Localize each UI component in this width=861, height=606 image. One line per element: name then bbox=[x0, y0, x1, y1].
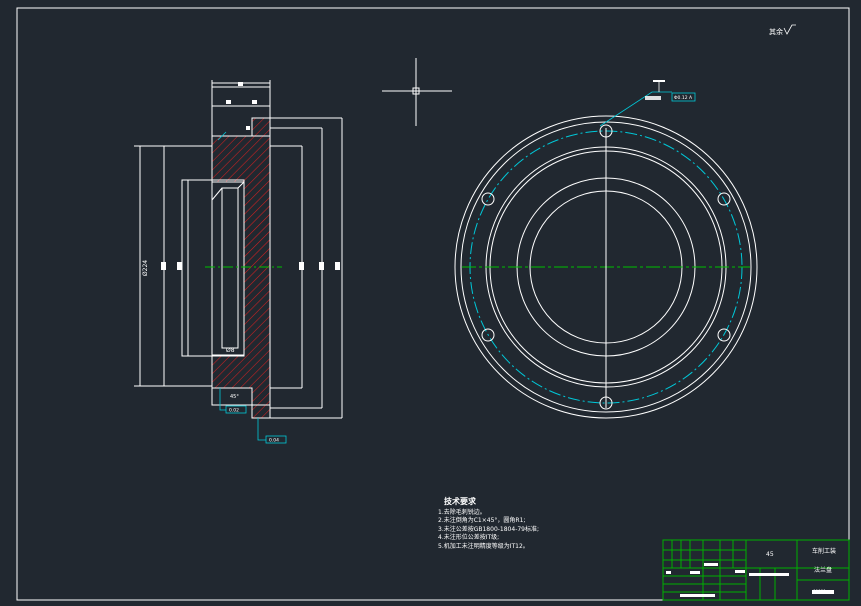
bolt-holes bbox=[481, 124, 731, 410]
svg-text:0.04: 0.04 bbox=[269, 438, 279, 444]
note-line: 2.未注倒角为C1×45°，圆角R1; bbox=[438, 517, 526, 524]
hub-outline bbox=[211, 86, 271, 406]
section-hatch-main bbox=[211, 135, 271, 406]
drawing-border bbox=[16, 7, 850, 601]
title-block-fills bbox=[666, 563, 834, 597]
position-tolerance-frame: Φ0.12 A bbox=[671, 92, 696, 102]
bolt-hole bbox=[717, 328, 731, 342]
front-view: Φ0.12 A bbox=[382, 58, 758, 419]
note-line: 3.未注公差按GB1800-1804-79标准; bbox=[438, 525, 540, 533]
runout-frame: 0.04 bbox=[265, 435, 287, 444]
note-line: 5.机加工未注明精度等级为IT12。 bbox=[438, 542, 529, 550]
material-text: 45 bbox=[766, 551, 774, 558]
bolt-hole bbox=[481, 328, 495, 342]
roughness-text: 其余 bbox=[769, 27, 783, 36]
dim-outer-diameter: Ø224 bbox=[142, 260, 149, 276]
svg-text:Φ0.12 A: Φ0.12 A bbox=[674, 95, 693, 101]
note-line: 4.未注形位公差按IT级; bbox=[438, 534, 500, 541]
title-block bbox=[662, 539, 850, 601]
technical-requirements: 技术要求 1.去除毛刺锐边。 2.未注倒角为C1×45°，圆角R1; 3.未注公… bbox=[438, 497, 598, 551]
notes-title: 技术要求 bbox=[444, 497, 476, 506]
flange-outer-circle bbox=[454, 115, 758, 419]
bolt-hole bbox=[717, 192, 731, 206]
part-name-text: 法兰盘 bbox=[814, 566, 832, 574]
section-hatch-top bbox=[251, 117, 271, 137]
company-text: 车削工装 bbox=[812, 547, 836, 555]
roughness-note: 其余 bbox=[769, 24, 796, 36]
svg-text:0.02: 0.02 bbox=[229, 408, 239, 414]
dim-inner-step: Ø8 bbox=[226, 347, 235, 354]
dim-chamfer: 45° bbox=[230, 394, 239, 400]
drawing-number-text: 00000 bbox=[813, 589, 826, 594]
origin-crosshair bbox=[382, 58, 452, 126]
section-hatch-bottom bbox=[251, 404, 271, 419]
flatness-frame: 0.02 bbox=[225, 405, 247, 414]
note-line: 1.去除毛刺锐边。 bbox=[438, 508, 486, 516]
section-view: Ø224 Ø8 45° 0.02 0.04 bbox=[134, 80, 343, 444]
bolt-hole bbox=[481, 192, 495, 206]
roughness-check-icon bbox=[783, 24, 796, 35]
bolt-hole-callout: Φ0.12 A bbox=[599, 80, 696, 127]
